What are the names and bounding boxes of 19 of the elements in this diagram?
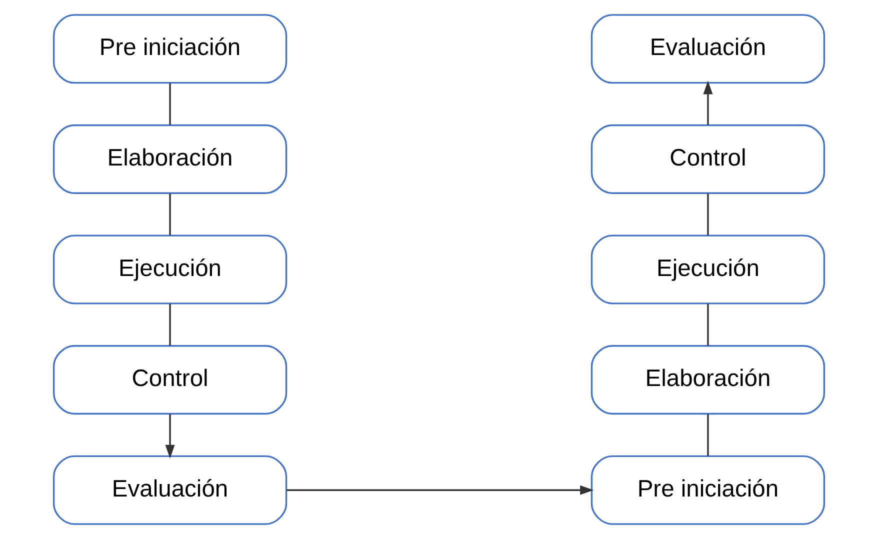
connector <box>168 304 170 346</box>
connector <box>168 194 170 236</box>
node-box: Control <box>590 124 825 194</box>
node-box: Elaboración <box>52 124 287 194</box>
node-box: Pre iniciación <box>590 455 825 525</box>
connector <box>706 304 708 346</box>
node-box: Control <box>52 345 287 415</box>
node-box: Evaluación <box>590 14 825 84</box>
node-box: Elaboración <box>590 345 825 415</box>
arrow <box>702 80 712 126</box>
node-box: Pre iniciación <box>52 14 287 84</box>
node-box: Evaluación <box>52 455 287 525</box>
arrow <box>164 414 174 458</box>
node-box: Ejecución <box>52 234 287 304</box>
connector <box>706 414 708 456</box>
arrow <box>286 485 594 495</box>
node-box: Ejecución <box>590 234 825 304</box>
connector <box>168 83 170 126</box>
connector <box>706 194 708 236</box>
